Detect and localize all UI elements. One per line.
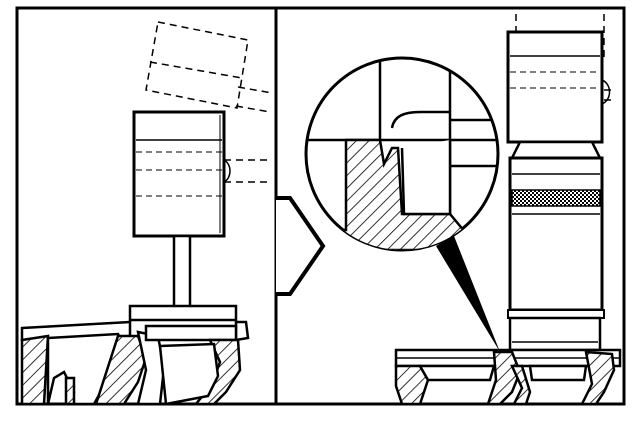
staking-tool — [507, 140, 605, 352]
cylinder-head-section-left — [20, 320, 250, 406]
magnified-detail — [304, 56, 500, 252]
right-panel — [304, 14, 622, 406]
hammer-raised-outline — [145, 21, 273, 113]
detail-leader — [436, 236, 500, 352]
cylinder-head-section-right — [394, 348, 622, 406]
hammer-head — [132, 110, 226, 238]
hammer-head-right — [506, 30, 611, 144]
hammer-handle — [224, 159, 272, 183]
seat-driver-plate — [128, 304, 238, 322]
drift-stem — [172, 234, 192, 310]
left-panel — [20, 21, 273, 406]
figure-frame — [15, 6, 626, 406]
transition-arrow — [276, 196, 326, 296]
